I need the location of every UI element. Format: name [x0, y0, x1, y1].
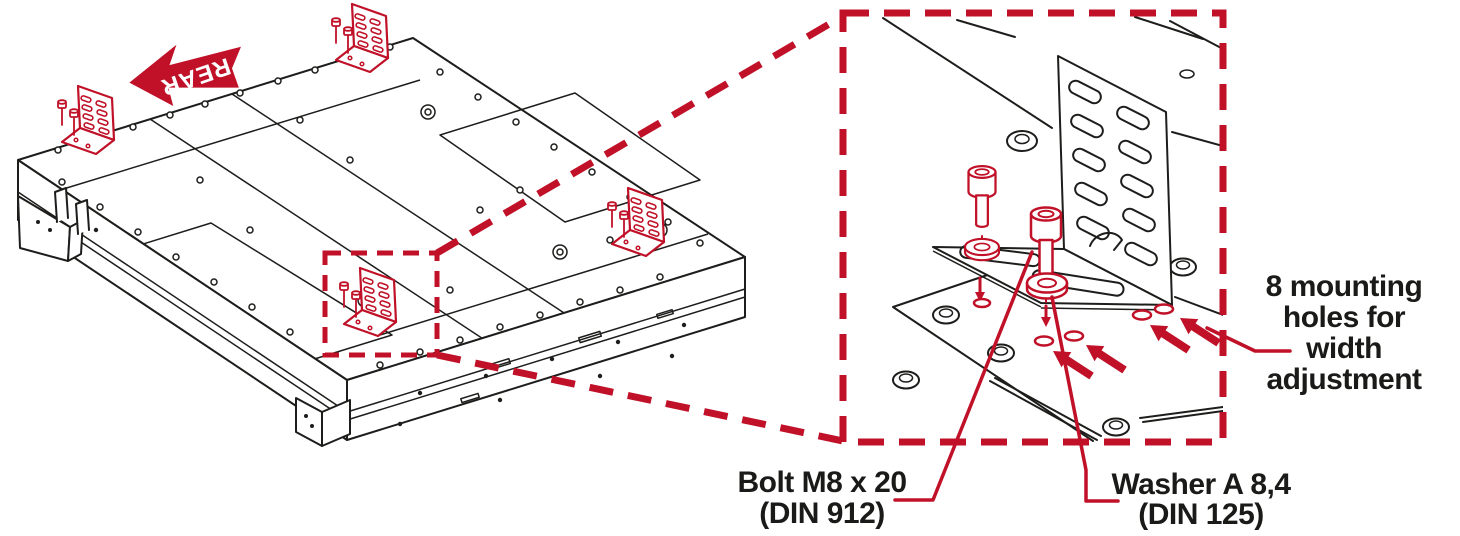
bolt-label-leader: [893, 250, 1034, 502]
edge-clips: [54, 187, 90, 235]
right-cutout-outline: [439, 92, 701, 223]
detail-callout-box: [322, 250, 440, 358]
bolt-label: Bolt M8 x 20 (DIN 912): [737, 466, 907, 530]
mounting-holes-label-leader: [1205, 326, 1292, 353]
mounting-holes-label-line1: 8 mounting: [1266, 270, 1423, 303]
rear-arrow-shape: [129, 44, 241, 107]
bracket-hook-tab: [1089, 231, 1123, 251]
corner-bracket-rear-left: [56, 84, 116, 156]
washer-label-line1: Washer A 8,4: [1111, 468, 1291, 501]
insertion-arrow-2: [1041, 304, 1051, 327]
mounting-holes-label-line2: holes for: [1283, 301, 1406, 334]
labels: Bolt M8 x 20 (DIN 912) Washer A 8,4 (DIN…: [737, 250, 1423, 531]
insertion-arrow-1: [975, 276, 985, 302]
plate-seam-lines: [59, 79, 709, 359]
mounting-hole-highlights: [972, 297, 1175, 347]
plate-side-skirt: [17, 159, 746, 441]
bracket-slots: [1068, 79, 1158, 267]
mounting-holes-label-line4: adjustment: [1266, 363, 1422, 396]
washer-label-leader: [1050, 295, 1120, 503]
mounting-holes-label: 8 mounting holes for width adjustment: [1266, 270, 1423, 396]
washer-label: Washer A 8,4 (DIN 125): [1111, 468, 1291, 531]
detail-view: [882, 16, 1223, 442]
foot-block-front: [295, 397, 351, 447]
washer-label-line2: (DIN 125): [1138, 498, 1264, 531]
callout-connector-line-top: [435, 12, 845, 257]
detail-view-frame: [839, 9, 1227, 446]
washer-2: [1025, 272, 1069, 300]
main-assembly-view: REAR: [17, 2, 746, 447]
bolt-label-line2: (DIN 912): [759, 497, 885, 530]
corner-bracket-rear-right: [330, 2, 390, 74]
washer-1: [963, 237, 1001, 262]
socket-head-bolt-1: [967, 165, 997, 229]
mounting-holes-label-line3: width: [1305, 332, 1382, 365]
bolt-label-line1: Bolt M8 x 20: [737, 466, 906, 499]
callout-connector-line-bottom: [436, 351, 844, 445]
